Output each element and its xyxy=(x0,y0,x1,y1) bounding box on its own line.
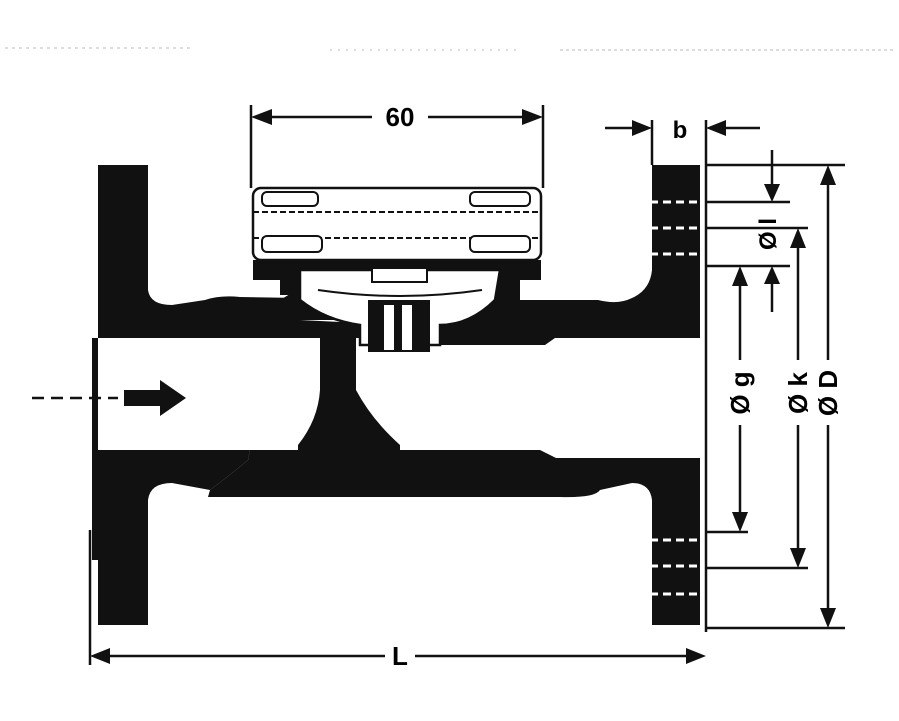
flow-deflector xyxy=(298,338,400,452)
meter-head xyxy=(251,186,543,352)
bolt-hole-marks xyxy=(650,200,702,596)
lower-wall xyxy=(208,450,700,625)
scan-noise xyxy=(5,47,895,51)
left-flange-lower xyxy=(92,450,250,625)
dim-label-length: L xyxy=(392,641,408,671)
dim-label-bolt-hole: Ø l xyxy=(755,218,782,250)
dim-label-b: b xyxy=(673,117,688,144)
dimension-arrowheads xyxy=(90,109,836,664)
dim-label-60: 60 xyxy=(386,102,415,132)
dim-label-flange-outer: Ø D xyxy=(813,370,843,416)
dim-label-bore: Ø g xyxy=(725,371,755,414)
dimension-lines xyxy=(32,105,845,665)
flow-direction-arrow-icon xyxy=(124,380,186,416)
left-flange xyxy=(92,165,340,560)
impeller-shaft xyxy=(368,300,430,352)
dim-label-bolt-circle: Ø k xyxy=(783,372,813,414)
